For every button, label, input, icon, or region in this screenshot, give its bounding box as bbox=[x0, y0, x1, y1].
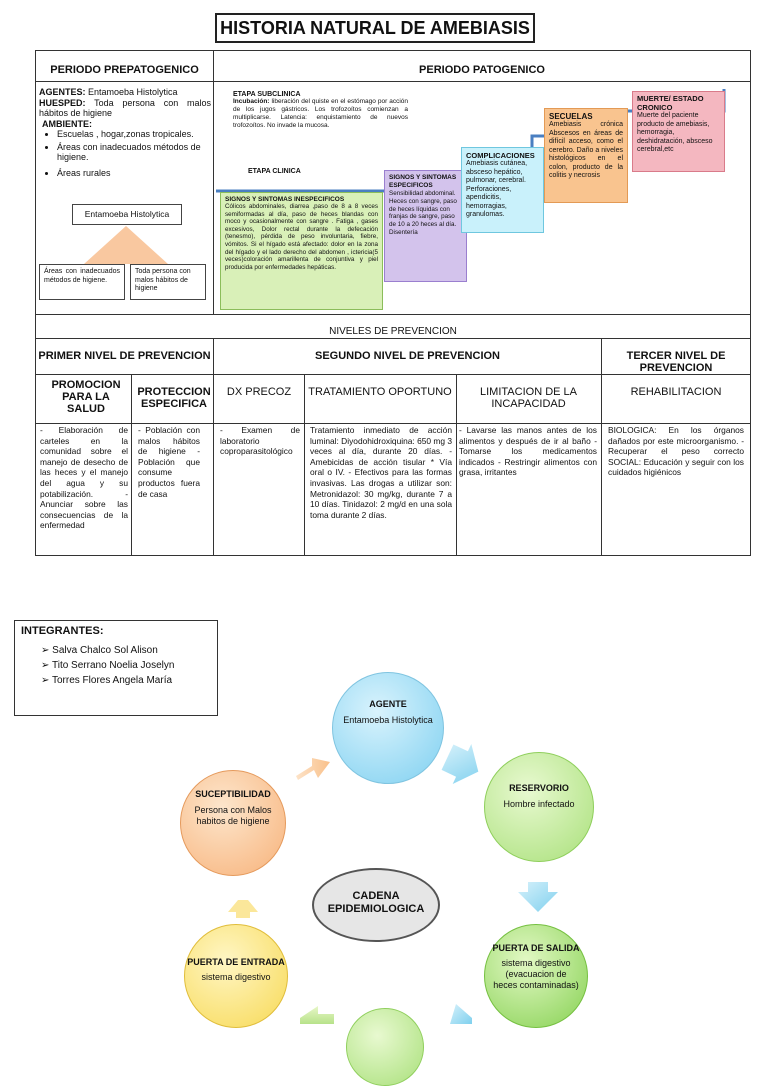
prepatogenico-content: AGENTES: Entamoeba Histolytica HUESPED: … bbox=[39, 87, 211, 180]
especificos-text: Sensibilidad abdominal. Heces con sangre… bbox=[389, 190, 457, 236]
dx-precoz-cell: - Examen de laboratorio coproparasitológ… bbox=[220, 425, 300, 457]
ambiente-label: AMBIENTE: bbox=[42, 118, 92, 129]
member-item: ➢ Salva Chalco Sol Alison bbox=[41, 645, 158, 656]
entrada-text: sistema digestivo bbox=[201, 972, 271, 982]
huesped-label: HUESPED: bbox=[39, 97, 86, 108]
integrantes-title: INTEGRANTES: bbox=[21, 625, 104, 637]
bottom-circle bbox=[346, 1008, 424, 1086]
cadena-center: CADENA EPIDEMIOLOGICA bbox=[312, 868, 440, 942]
tratamiento-cell: Tratamiento inmediato de acción luminal:… bbox=[310, 425, 452, 520]
secuelas-box: SECUELAS Amebiasis crónica Abscesos en á… bbox=[544, 108, 628, 203]
agente-circle: AGENTE Entamoeba Histolytica bbox=[332, 672, 444, 784]
inespecificos-text: Cólicos abdominales, diarrea ,paso de 8 … bbox=[225, 203, 378, 271]
agentes-value: Entamoeba Histolytica bbox=[85, 87, 178, 97]
reservorio-title: RESERVORIO bbox=[509, 783, 569, 793]
muerte-text: Muerte del paciente producto de amebiasi… bbox=[637, 112, 713, 153]
reservorio-circle: RESERVORIO Hombre infectado bbox=[484, 752, 594, 862]
agentes-label: AGENTES: bbox=[39, 87, 86, 97]
niveles-prevencion-header: NIVELES DE PREVENCION bbox=[329, 326, 457, 337]
agente-text: Entamoeba Histolytica bbox=[343, 715, 433, 725]
agente-title: AGENTE bbox=[369, 699, 407, 709]
page-title: HISTORIA NATURAL DE AMEBIASIS bbox=[215, 13, 535, 43]
triangle-shape bbox=[84, 226, 168, 264]
integrantes-box: INTEGRANTES: ➢ Salva Chalco Sol Alison ➢… bbox=[14, 620, 218, 716]
subclinica-label: Incubación: bbox=[233, 98, 270, 105]
secuelas-title: SECUELAS bbox=[549, 112, 593, 121]
muerte-box: MUERTE/ ESTADO CRONICO Muerte del pacien… bbox=[632, 91, 725, 172]
prepatogenico-header: PERIODO PREPATOGENICO bbox=[50, 64, 199, 76]
promocion-header: PROMOCION PARA LA SALUD bbox=[51, 379, 121, 415]
proteccion-cell: - Población con malos hábitos de higiene… bbox=[138, 425, 200, 499]
rehabilitacion-header: REHABILITACION bbox=[630, 386, 722, 398]
segundo-nivel-header: SEGUNDO NIVEL DE PREVENCION bbox=[315, 350, 500, 362]
limitacion-header: LIMITACION DE LA INCAPACIDAD bbox=[480, 386, 577, 410]
complicaciones-title: COMPLICACIONES bbox=[466, 151, 535, 160]
puerta-salida-circle: PUERTA DE SALIDA sistema digestivo (evac… bbox=[484, 924, 588, 1028]
tercer-nivel-header: TERCER NIVEL DE PREVENCION bbox=[626, 350, 726, 374]
muerte-title: MUERTE/ ESTADO CRONICO bbox=[637, 94, 704, 112]
entrada-title: PUERTA DE ENTRADA bbox=[187, 957, 285, 967]
suceptibilidad-text: Persona con Malos habitos de higiene bbox=[194, 805, 272, 826]
salida-title: PUERTA DE SALIDA bbox=[492, 943, 580, 953]
especificos-box: SIGNOS Y SINTOMAS ESPECIFICOS Sensibilid… bbox=[384, 170, 467, 282]
triangle-top-box: Entamoeba Histolytica bbox=[72, 204, 182, 225]
salida-text: sistema digestivo (evacuacion de heces c… bbox=[493, 958, 579, 990]
arrow-bullet-icon: ➢ bbox=[41, 645, 53, 656]
triangle-left-box: Áreas con inadecuados métodos de higiene… bbox=[39, 264, 125, 300]
suceptibilidad-circle: SUCEPTIBILIDAD Persona con Malos habitos… bbox=[180, 770, 286, 876]
ambiente-item: Áreas rurales bbox=[57, 168, 211, 179]
etapa-clinica-title: ETAPA CLINICA bbox=[248, 168, 301, 175]
suceptibilidad-title: SUCEPTIBILIDAD bbox=[195, 789, 271, 799]
limitacion-cell: - Lavarse las manos antes de los aliment… bbox=[459, 425, 597, 478]
member-item: ➢ Torres Flores Angela María bbox=[41, 675, 173, 686]
inespecificos-title: SIGNOS Y SINTOMAS INESPECIFICOS bbox=[225, 196, 345, 203]
reservorio-text: Hombre infectado bbox=[503, 799, 575, 809]
complicaciones-text: Amebiasis cutánea, absceso hepático, pul… bbox=[466, 160, 528, 218]
ambiente-list: Escuelas , hogar,zonas tropicales. Áreas… bbox=[39, 129, 211, 178]
arrow-bullet-icon: ➢ bbox=[41, 660, 52, 671]
complicaciones-box: COMPLICACIONES Amebiasis cutánea, absces… bbox=[461, 147, 544, 233]
cadena-title: CADENA EPIDEMIOLOGICA bbox=[327, 890, 425, 915]
promocion-cell: - Elaboración de carteles en la comunida… bbox=[40, 425, 128, 531]
subclinica-title: ETAPA SUBCLINICA bbox=[233, 91, 301, 98]
patogenico-header: PERIODO PATOGENICO bbox=[419, 64, 545, 76]
proteccion-header: PROTECCION ESPECIFICA bbox=[137, 386, 211, 410]
ambiente-item: Escuelas , hogar,zonas tropicales. bbox=[57, 129, 211, 140]
subclinica-text: liberación del quiste en el estómago por… bbox=[233, 98, 408, 129]
inespecificos-box: SIGNOS Y SINTOMAS INESPECIFICOS Cólicos … bbox=[220, 192, 383, 310]
primer-nivel-header: PRIMER NIVEL DE PREVENCION bbox=[38, 350, 211, 362]
main-table: PERIODO PREPATOGENICO PERIODO PATOGENICO… bbox=[35, 50, 751, 556]
etapa-subclinica: ETAPA SUBCLINICA Incubación: liberación … bbox=[233, 91, 408, 130]
especificos-title: SIGNOS Y SINTOMAS ESPECIFICOS bbox=[389, 174, 457, 189]
ambiente-item: Áreas con inadecuados métodos de higiene… bbox=[57, 142, 211, 163]
huesped-value: Toda persona con malos hábitos de higien… bbox=[39, 97, 211, 119]
member-item: ➢ Tito Serrano Noelia Joselyn bbox=[41, 660, 175, 671]
triangle-right-box: Toda persona con malos hábitos de higien… bbox=[130, 264, 206, 300]
secuelas-text: Amebiasis crónica Abscesos en áreas de d… bbox=[549, 121, 623, 179]
arrow-bullet-icon: ➢ bbox=[41, 675, 52, 686]
puerta-entrada-circle: PUERTA DE ENTRADA sistema digestivo bbox=[184, 924, 288, 1028]
dx-precoz-header: DX PRECOZ bbox=[226, 386, 292, 398]
tratamiento-header: TRATAMIENTO OPORTUNO bbox=[308, 386, 452, 398]
rehabilitacion-cell: BIOLOGICA: En los órganos dañados por es… bbox=[608, 425, 744, 478]
